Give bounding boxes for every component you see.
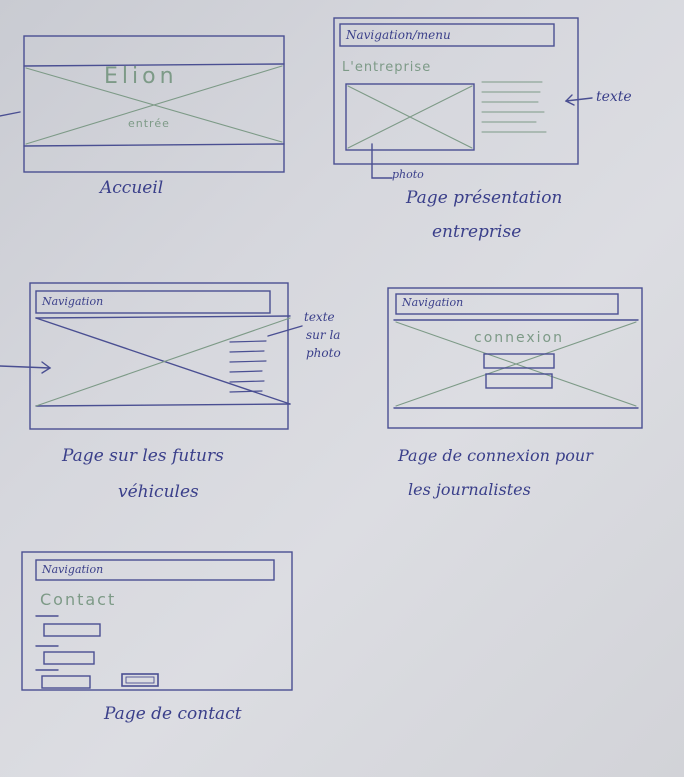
caption-vehicules-line1: Page sur les futurs [62,446,224,466]
contact-nav-text: Navigation [42,563,104,576]
caption-connexion-line2: les journalistes [408,480,531,499]
vehicules-note-line3: photo [306,346,341,360]
connexion-nav-text: Navigation [402,296,464,309]
entreprise-photo-note: photo [392,168,424,181]
connexion-title-text: connexion [474,330,564,346]
vehicules-nav-text: Navigation [42,295,104,308]
accueil-logo-text: Elion [104,64,178,89]
wireframe-entreprise [333,17,593,179]
frame-connexion [387,287,643,429]
entreprise-title-text: L'entreprise [342,60,432,75]
entreprise-nav-text: Navigation/menu [346,28,451,42]
wireframe-contact [21,551,293,691]
vehicules-note-line2: sur la [306,328,341,342]
login-field-box [483,353,555,369]
photo-box-entreprise [345,83,475,151]
frame-entreprise [333,17,579,165]
wireframe-accueil [0,35,285,173]
nav-bar-connexion [395,293,619,315]
frame-accueil [23,35,285,173]
wireframe-connexion [387,287,643,429]
frame-contact [21,551,293,691]
nav-bar-contact [35,559,275,581]
caption-vehicules-line2: véhicules [118,482,199,502]
contact-title-text: Contact [40,590,117,609]
caption-contact: Page de contact [104,704,242,724]
frame-vehicules [29,282,289,430]
caption-accueil: Accueil [100,178,164,198]
wireframe-vehicules [0,282,303,430]
caption-entreprise-line1: Page présentation [406,188,563,208]
caption-entreprise-line2: entreprise [432,222,522,242]
accueil-link-text: entrée [128,117,170,130]
entreprise-text-note: texte [596,89,632,105]
nav-bar-entreprise [339,23,555,47]
vehicules-note-line1: texte [304,310,335,324]
password-field-box [485,373,553,389]
nav-bar-vehicules [35,290,271,314]
caption-connexion-line1: Page de connexion pour [398,446,593,465]
